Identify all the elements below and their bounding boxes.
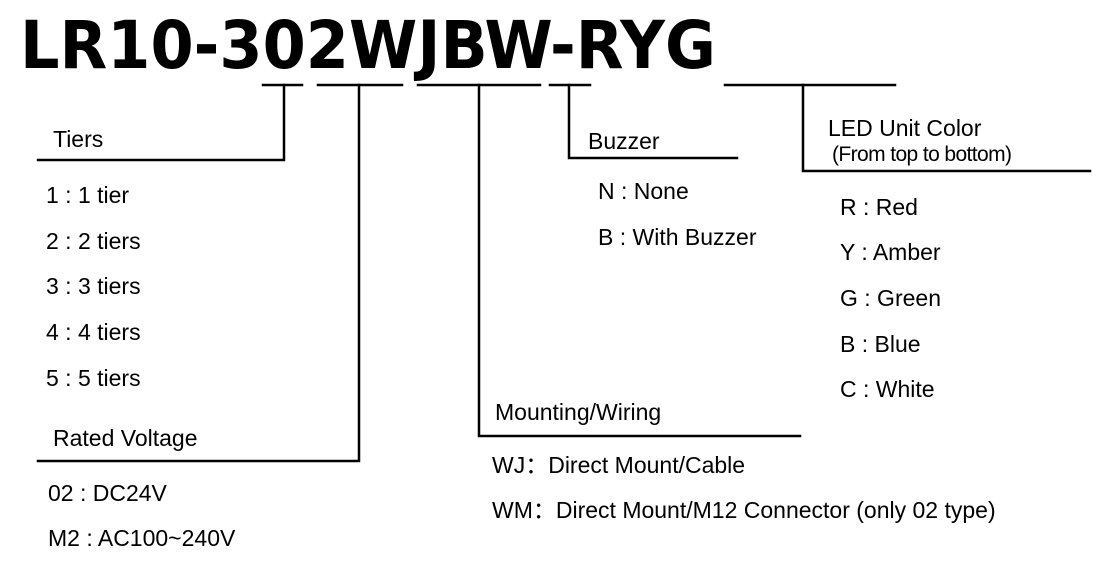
led-color-option: R : Red [840, 194, 918, 220]
mounting-wiring-title: Mounting/Wiring [495, 399, 662, 425]
leader-mounting-wiring [477, 83, 802, 438]
led-color-title: LED Unit Color [828, 115, 982, 141]
tiers-option: 3 : 3 tiers [46, 273, 141, 299]
buzzer-option: N : None [598, 178, 689, 204]
mounting-wiring-option: WJ：Direct Mount/Cable [492, 452, 746, 478]
buzzer-title: Buzzer [588, 128, 660, 154]
rated-voltage-title: Rated Voltage [53, 425, 198, 451]
tiers-option: 5 : 5 tiers [46, 365, 141, 391]
model-code: LR10-302WJBW-RYG [20, 13, 716, 79]
code-led-colors: RYG [575, 7, 716, 84]
tiers-title: Tiers [53, 126, 104, 152]
leader-tiers [36, 83, 286, 162]
code-suffix: W- [484, 7, 576, 84]
led-color-option: C : White [840, 376, 935, 402]
code-voltage: 02 [262, 7, 349, 84]
tiers-option: 2 : 2 tiers [46, 228, 141, 254]
rated-voltage-option: 02 : DC24V [48, 480, 167, 506]
code-prefix: LR10- [20, 7, 220, 84]
leader-rated-voltage [36, 83, 361, 463]
led-color-subtitle: (From top to bottom) [832, 143, 1012, 166]
tiers-option: 4 : 4 tiers [46, 319, 141, 345]
rated-voltage-option: M2 : AC100~240V [48, 525, 236, 551]
code-mounting: WJ [348, 7, 441, 84]
code-buzzer: B [440, 7, 485, 84]
leader-led-color [801, 83, 1092, 173]
leader-buzzer [567, 83, 739, 160]
led-color-option: Y : Amber [840, 239, 941, 265]
buzzer-option: B : With Buzzer [598, 224, 757, 250]
led-color-option: B : Blue [840, 331, 921, 357]
mounting-wiring-option: WM：Direct Mount/M12 Connector (only 02 t… [492, 497, 996, 523]
code-tier-digit: 3 [219, 7, 263, 84]
led-color-option: G : Green [840, 285, 941, 311]
tiers-option: 1 : 1 tier [46, 182, 130, 208]
